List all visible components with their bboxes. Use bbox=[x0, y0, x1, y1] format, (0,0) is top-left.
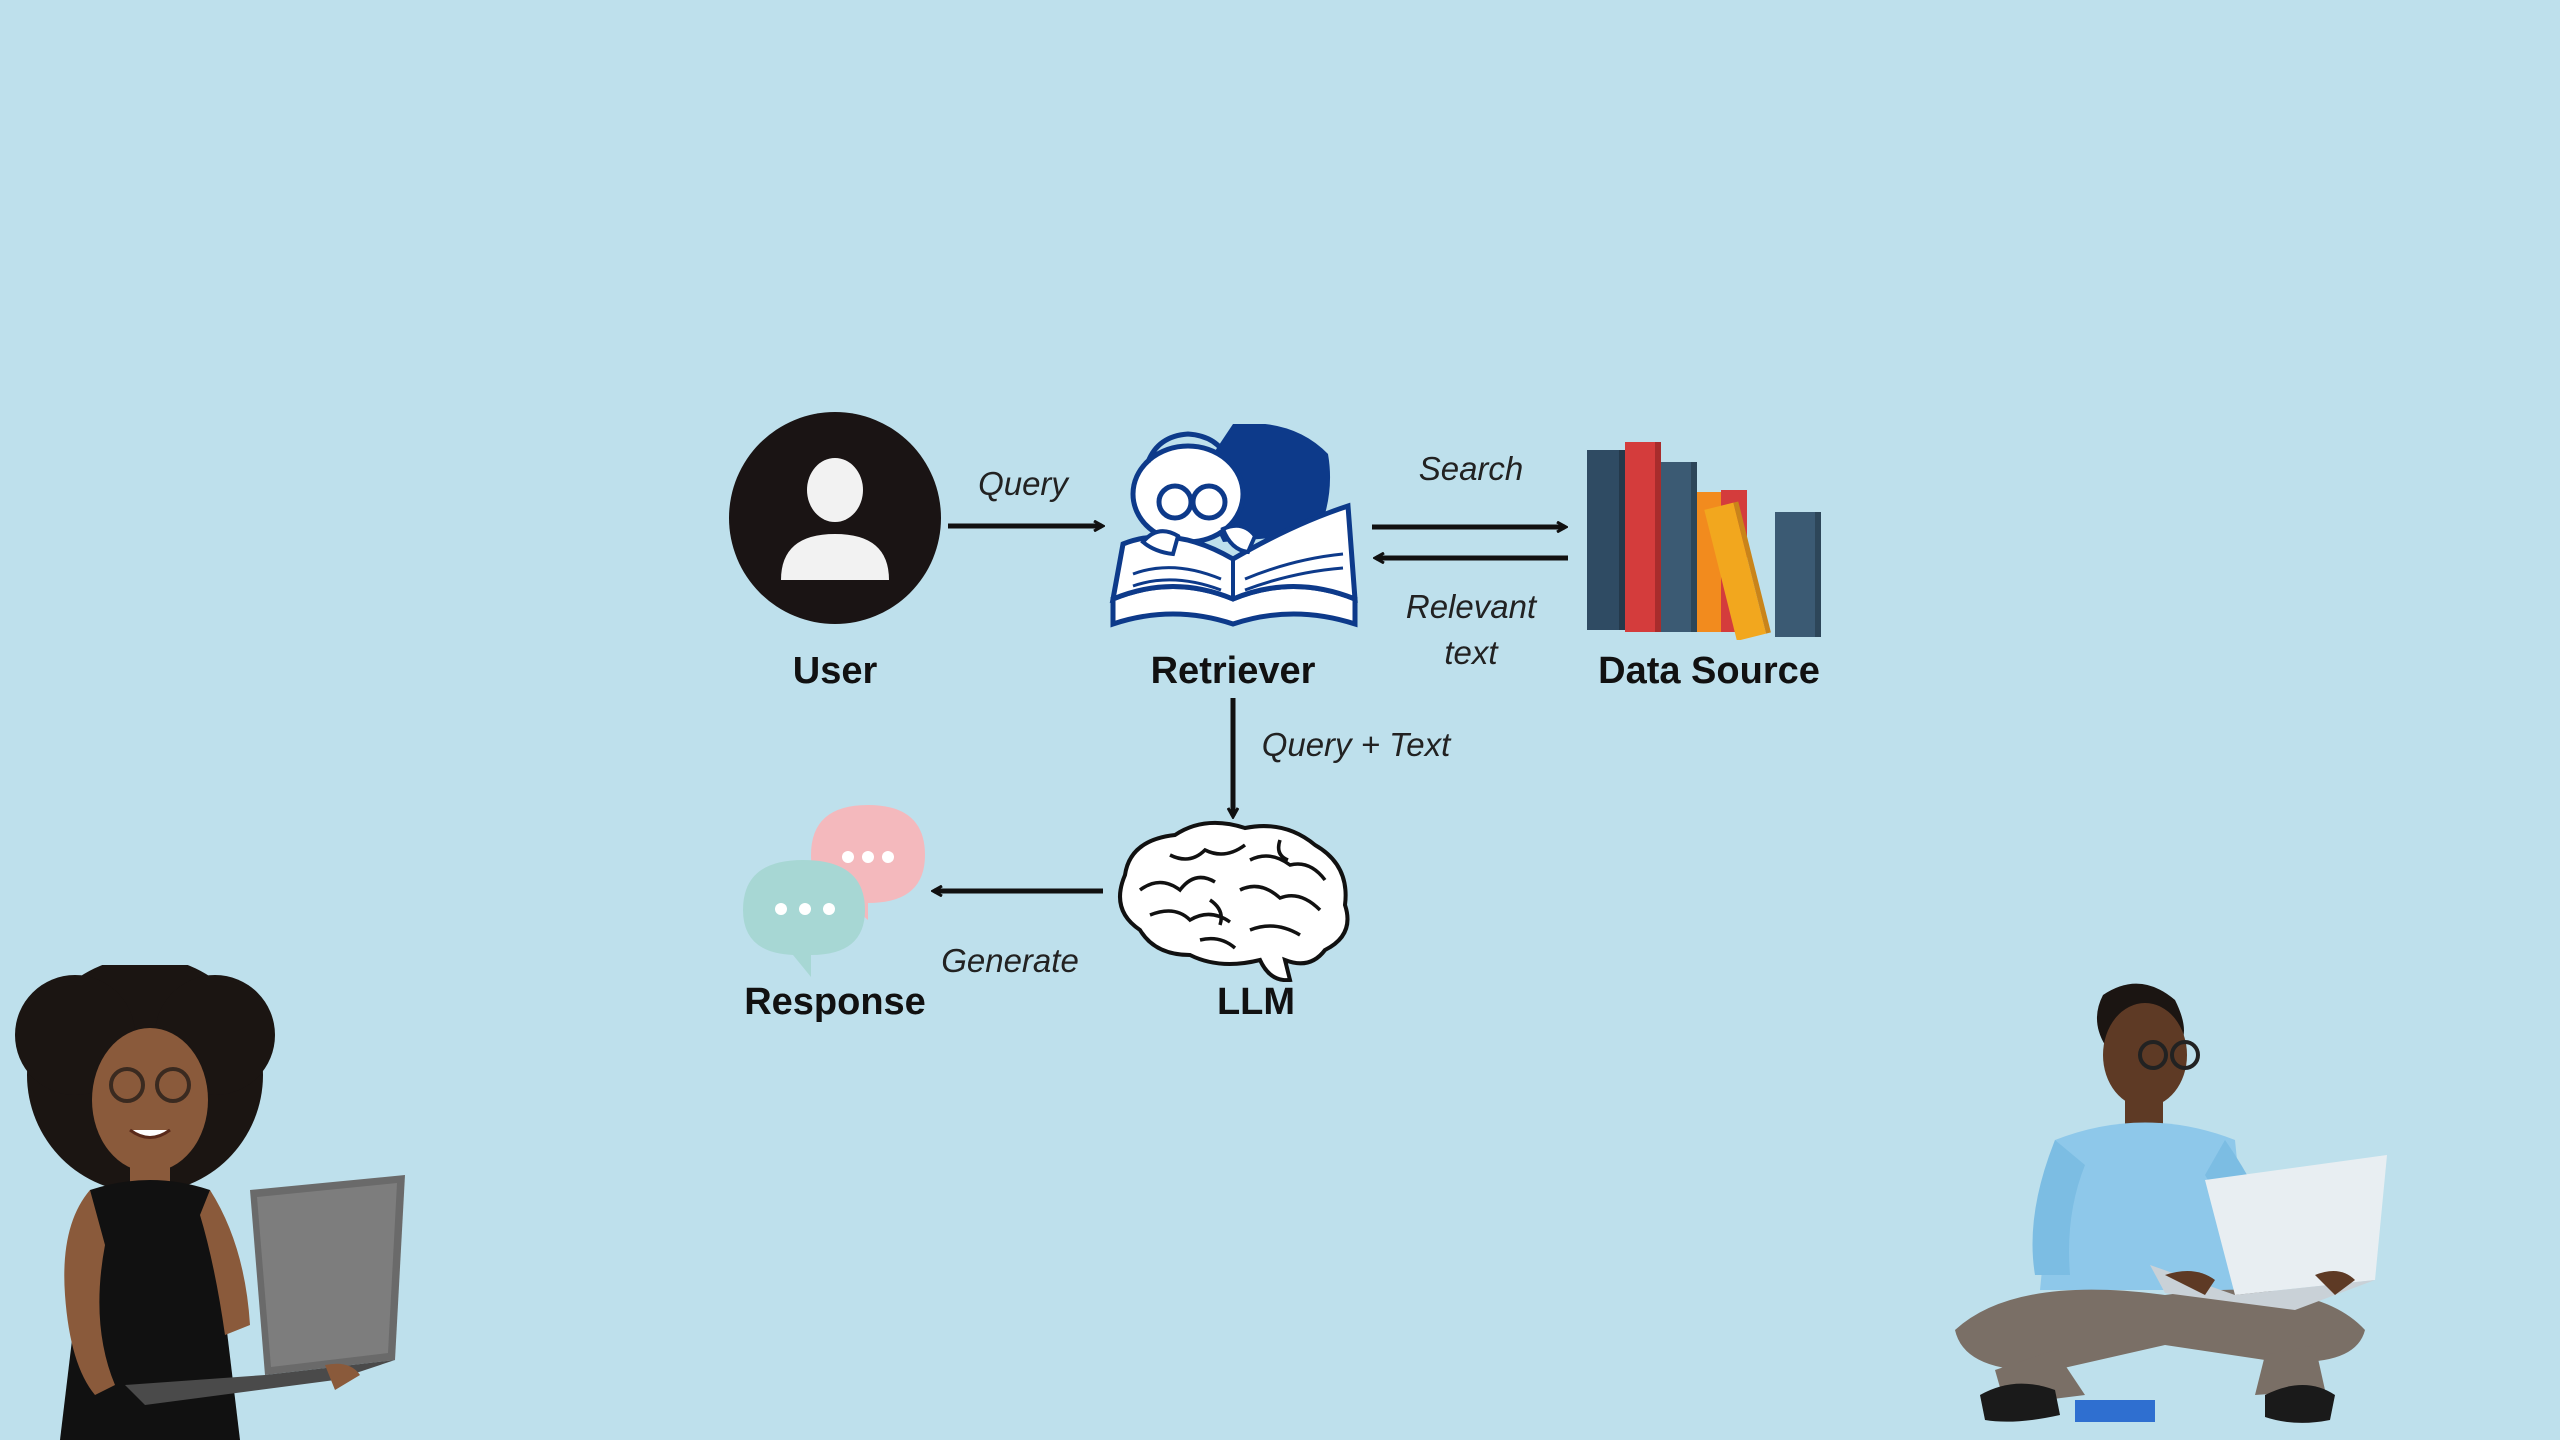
retriever-reading-icon bbox=[1109, 424, 1358, 628]
man-with-laptop-illustration bbox=[1955, 983, 2387, 1423]
edge-label-relevant-line1: Relevant bbox=[1405, 588, 1537, 625]
user-icon bbox=[729, 412, 941, 624]
edge-label-search: Search bbox=[1418, 450, 1524, 487]
node-label-response: Response bbox=[744, 981, 926, 1023]
node-label-llm: LLM bbox=[1216, 981, 1296, 1023]
chat-bubbles-icon bbox=[743, 805, 925, 977]
node-label-data-source: Data Source bbox=[1598, 650, 1820, 692]
books-icon bbox=[1587, 442, 1821, 640]
node-label-retriever: Retriever bbox=[1150, 650, 1316, 692]
edge-label-generate: Generate bbox=[941, 942, 1079, 979]
woman-with-laptop-illustration bbox=[15, 965, 405, 1440]
edge-label-relevant-line2: text bbox=[1444, 634, 1498, 671]
edge-label-relevant-text: Relevant text bbox=[1406, 584, 1536, 676]
edge-label-query: Query bbox=[978, 465, 1068, 502]
brain-icon bbox=[1118, 820, 1350, 982]
edge-label-query-text: Query + Text bbox=[1261, 726, 1451, 763]
node-label-user: User bbox=[792, 650, 878, 692]
